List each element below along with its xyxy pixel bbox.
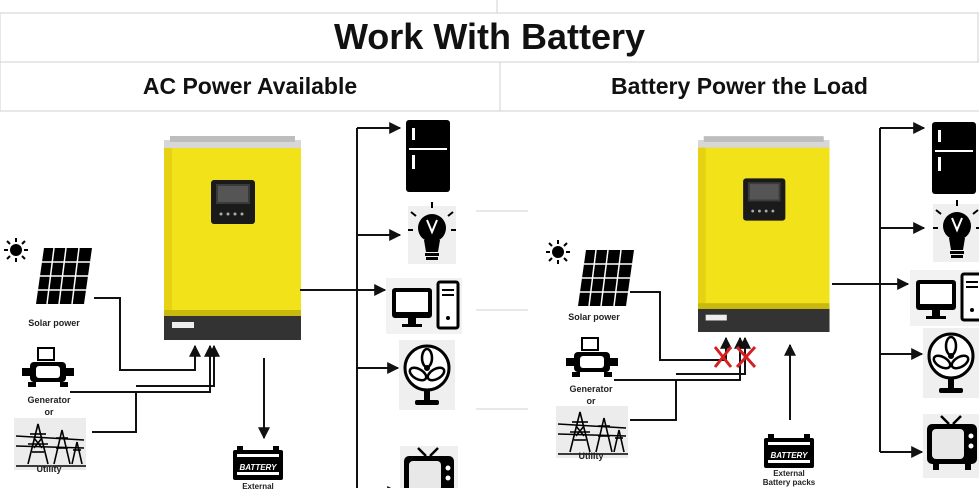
utility-label: Utility	[36, 464, 62, 474]
solar-panel-icon	[3, 237, 93, 305]
solar-panel-icon-right	[545, 239, 635, 307]
right-panel	[545, 122, 979, 480]
battery-badge-label: BATTERY	[239, 463, 277, 472]
generator-label-right: Generator	[569, 384, 613, 394]
inverter-left	[164, 136, 301, 340]
or-label-right: or	[586, 396, 596, 406]
inverter-right	[698, 136, 830, 332]
battery-caption-right-1: External	[773, 469, 805, 478]
fan-icon	[397, 338, 457, 412]
fridge-icon-right	[932, 122, 976, 194]
battery-badge-label-right: BATTERY	[770, 451, 808, 460]
load-icons-right	[908, 122, 979, 480]
utility-label-right: Utility	[578, 451, 604, 461]
generator-icon-right	[565, 337, 619, 378]
generator-icon	[21, 347, 75, 388]
light-bulb-icon-right	[932, 199, 979, 263]
utility-towers-icon	[13, 417, 87, 471]
computer-icon	[384, 276, 464, 336]
tv-icon-right	[921, 412, 979, 480]
blocked-crosses	[713, 345, 757, 369]
load-icons-left	[384, 120, 464, 488]
light-bulb-icon	[407, 201, 457, 265]
left-panel	[3, 120, 464, 488]
fan-icon-right	[921, 326, 979, 400]
solar-label-right: Solar power	[568, 312, 620, 322]
solar-label: Solar power	[28, 318, 80, 328]
battery-caption-right-2: Battery packs	[762, 478, 816, 487]
generator-label: Generator	[27, 395, 71, 405]
grid-lines	[0, 0, 979, 410]
computer-icon-right	[908, 268, 979, 328]
right-panel-heading: Battery Power the Load	[611, 73, 868, 99]
or-label: or	[44, 407, 54, 417]
tv-icon	[398, 444, 460, 488]
connection-lines-left	[70, 122, 402, 488]
battery-caption: External	[242, 482, 274, 491]
page-title: Work With Battery	[333, 16, 646, 57]
fridge-icon	[406, 120, 450, 192]
left-panel-heading: AC Power Available	[142, 73, 358, 99]
